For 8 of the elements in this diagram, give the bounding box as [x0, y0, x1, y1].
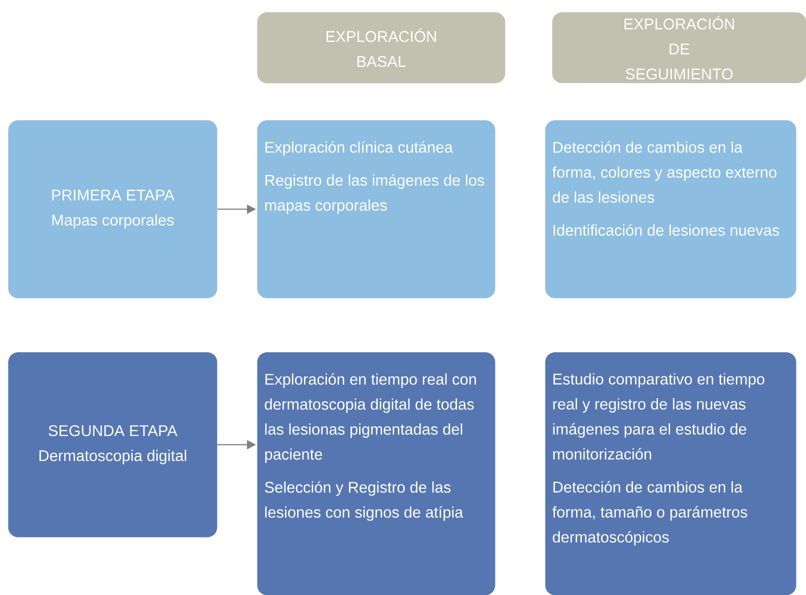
stage-box: PRIMERA ETAPA Mapas corporales: [8, 120, 218, 298]
text-box: Exploración en tiempo real con dermatoscopia digital de todas las lesionas pigmentadas del paciente Selección y Registro de las lesiones con signos de atípia: [257, 352, 496, 595]
text-box: Estudio comparativo en tiempo real y registro de las nuevas imágenes para el estudio de monitorización Detección de cambios en la forma, tamaño o parámetros dermatoscópicos: [545, 352, 796, 595]
text-box: Exploración clínica cutánea Registro de las imágenes de los mapas corporales: [257, 120, 496, 298]
column-header: EXPLORACIÓN DE SEGUIMIENTO: [552, 12, 806, 84]
column-header: EXPLORACIÓN BASAL: [257, 12, 506, 84]
stage-box: SEGUNDA ETAPA Dermatoscopia digital: [8, 352, 218, 538]
text-box: Detección de cambios en la forma, colores y aspecto externo de las lesiones Identificación de lesiones nuevas: [545, 120, 796, 298]
